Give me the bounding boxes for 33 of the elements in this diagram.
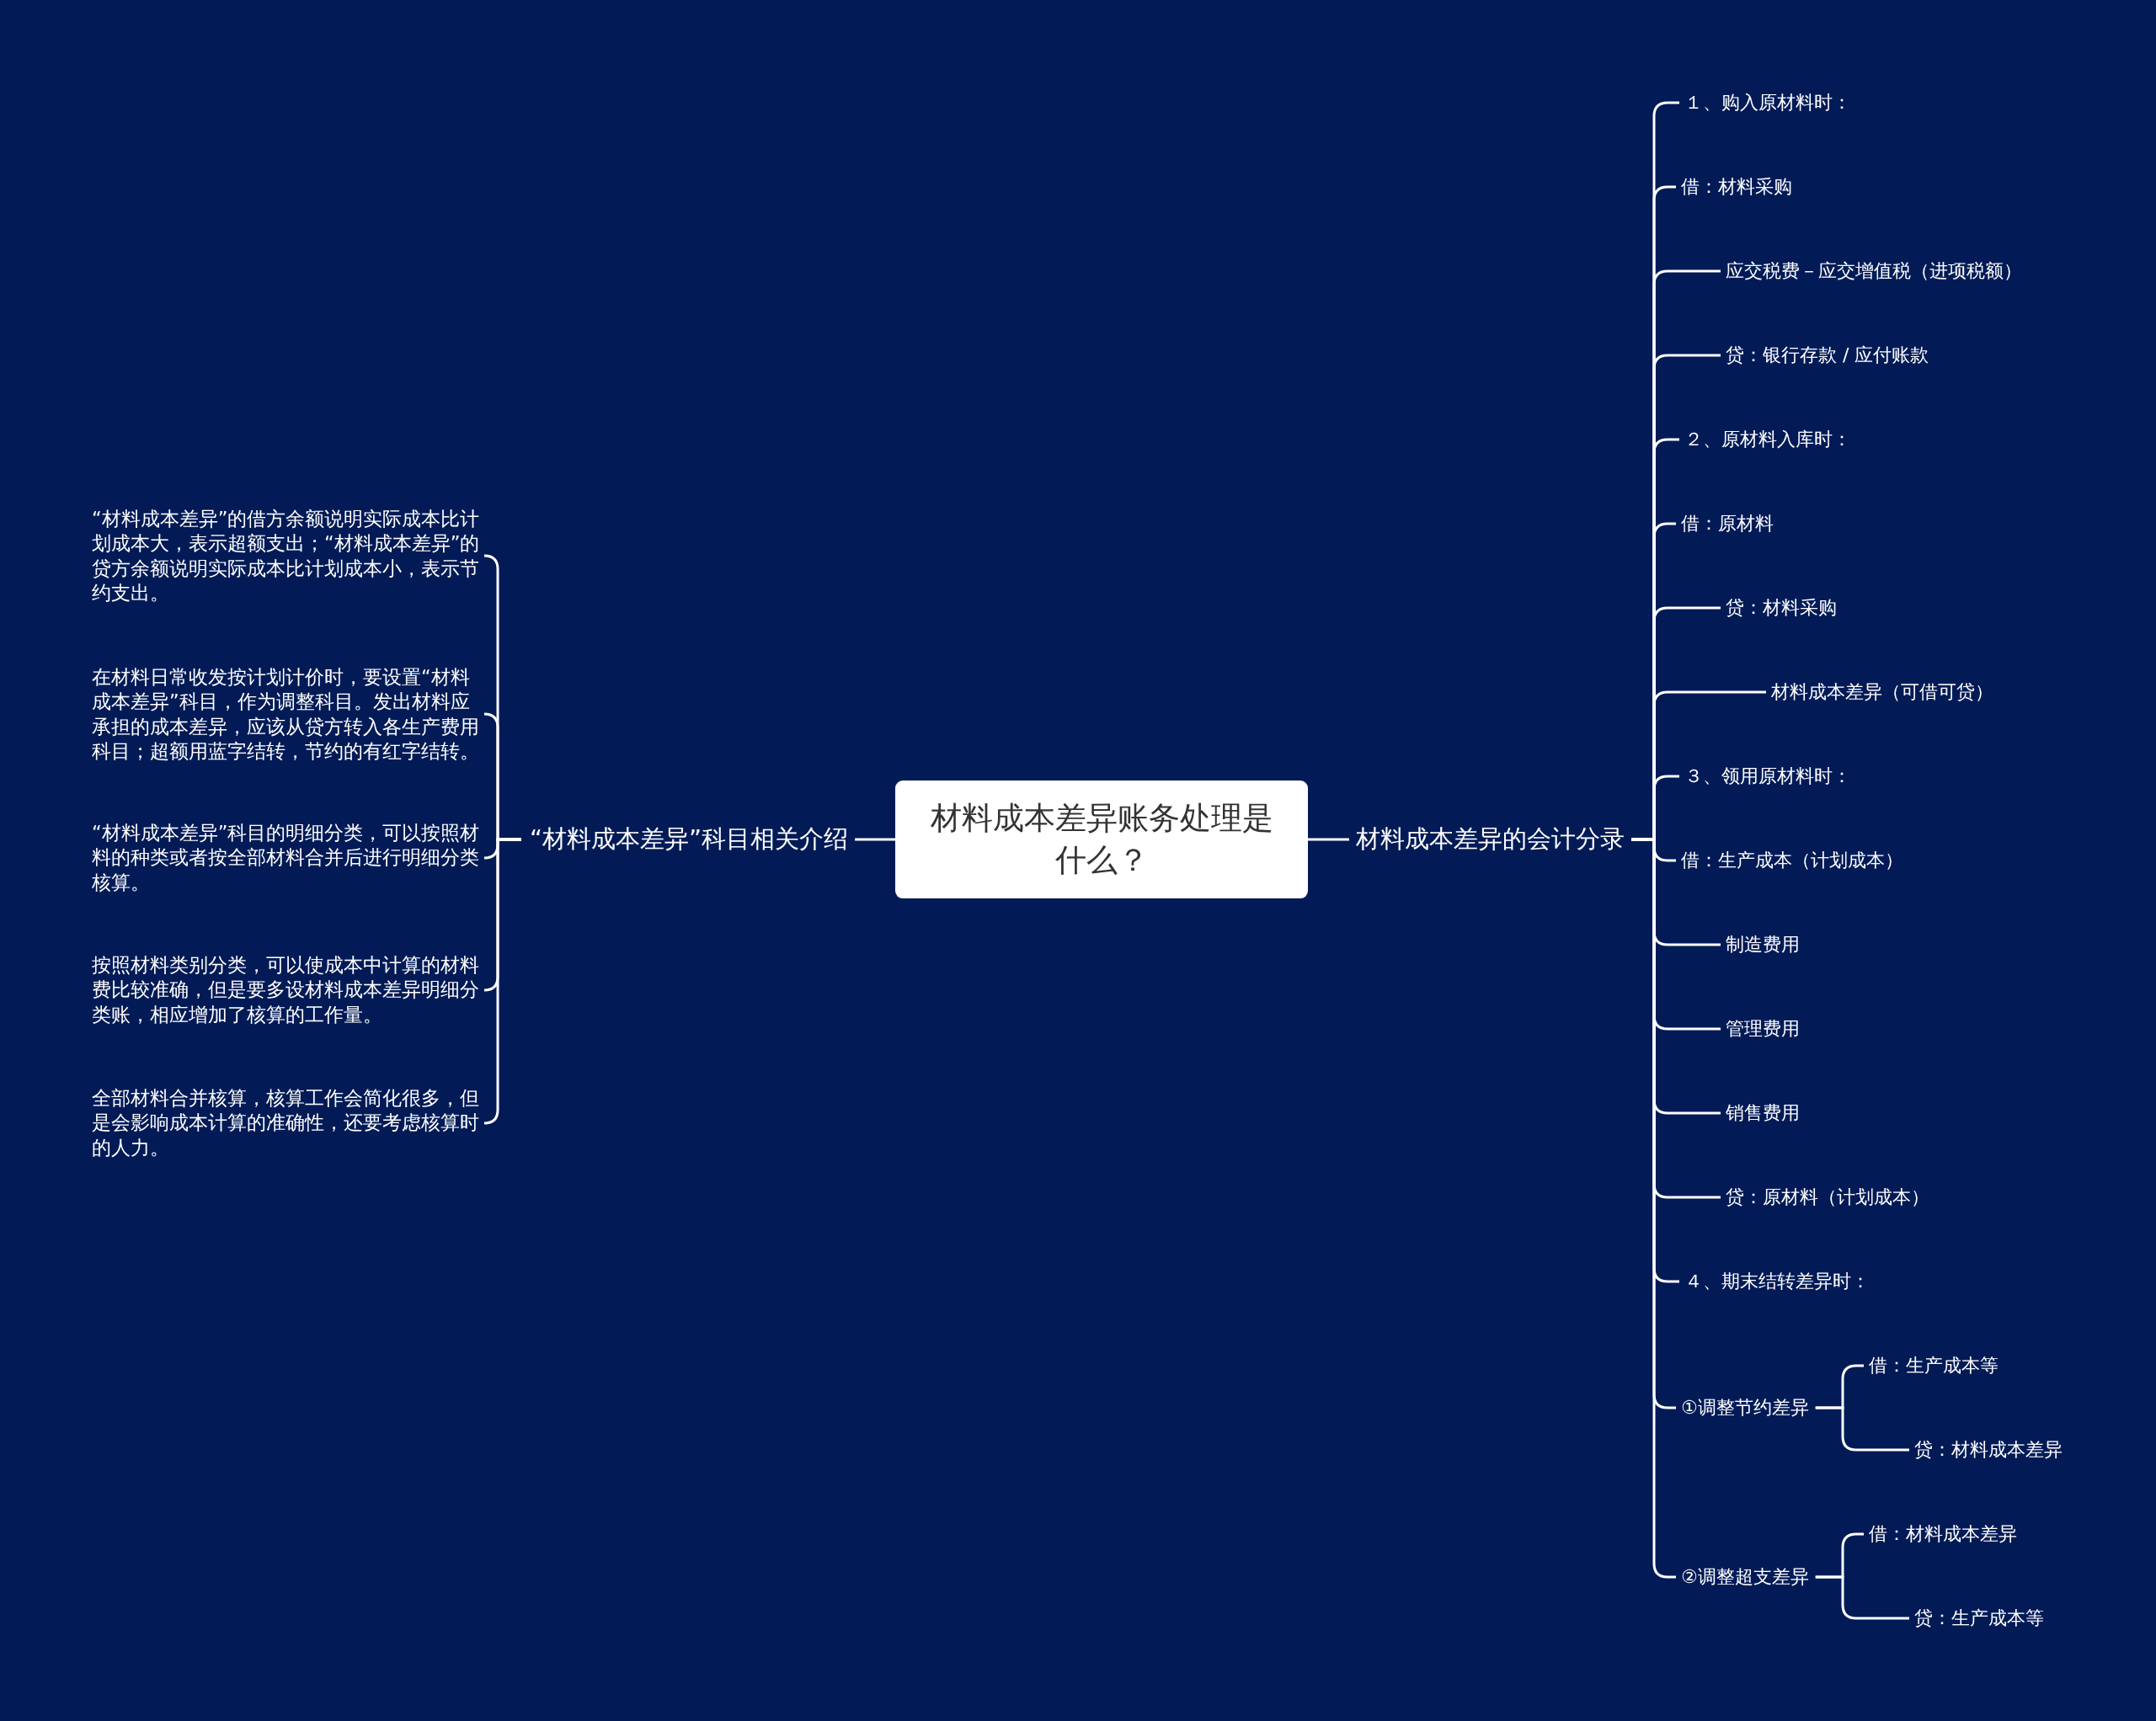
leaf-topic: 材料成本差异（可借可贷）	[1771, 679, 1993, 705]
sub-branch-topic: ①调整节约差异	[1681, 1395, 1809, 1420]
note-text: 全部材料合并核算，核算工作会简化很多，但是会影响成本计算的准确性，还要考虑核算时的人力。	[92, 1086, 481, 1160]
central-topic-box: 材料成本差异账务处理是什么？	[895, 781, 1308, 898]
leaf-topic: 借：材料采购	[1681, 174, 1792, 200]
note-text: “材料成本差异”的借方余额说明实际成本比计划成本大，表示超额支出；“材料成本差异”的贷方余额说明实际成本比计划成本小，表示节约支出。	[92, 506, 481, 605]
leaf-topic: 贷：银行存款 / 应付账款	[1726, 343, 1929, 368]
leaf-topic: 借：生产成本等	[1869, 1353, 1999, 1378]
leaf-topic: 借：材料成本差异	[1869, 1521, 2017, 1547]
leaf-topic: ３、领用原材料时：	[1684, 764, 1851, 789]
note-text: 在材料日常收发按计划计价时，要设置“材料成本差异”科目，作为调整科目。发出材料应承担的成本差异，应该从贷方转入各生产费用科目；超额用蓝字结转，节约的有红字结转。	[92, 664, 481, 764]
connector-line	[1815, 1575, 1909, 1620]
branch-topic: 材料成本差异的会计分录	[1356, 823, 1625, 856]
connector-line	[1815, 1406, 1909, 1452]
leaf-topic: 贷：生产成本等	[1914, 1606, 2044, 1631]
leaf-topic: 应交税费－应交增值税（进项税额）	[1726, 258, 2022, 284]
leaf-topic: ２、原材料入库时：	[1684, 427, 1851, 452]
note-text: 按照材料类别分类，可以使成本中计算的材料费比较准确，但是要多设材料成本差异明细分类账，相应增加了核算的工作量。	[92, 953, 481, 1027]
leaf-topic: 贷：材料采购	[1726, 595, 1837, 621]
leaf-topic: 贷：原材料（计划成本）	[1726, 1185, 1929, 1210]
note-text: “材料成本差异”科目的明细分类，可以按照材料的种类或者按全部材料合并后进行明细分类核算。	[92, 821, 481, 895]
connector-line	[855, 838, 895, 841]
leaf-topic: １、购入原材料时：	[1684, 90, 1851, 115]
branch-topic: “材料成本差异”科目相关介绍	[530, 823, 849, 856]
sub-branch-topic: ②调整超支差异	[1681, 1564, 1809, 1590]
leaf-topic: 销售费用	[1726, 1100, 1800, 1126]
leaf-topic: 制造费用	[1726, 932, 1800, 957]
leaf-topic: 贷：材料成本差异	[1914, 1437, 2063, 1463]
leaf-topic: ４、期末结转差异时：	[1684, 1269, 1870, 1294]
leaf-topic: 借：生产成本（计划成本）	[1681, 848, 1903, 873]
leaf-topic: 借：原材料	[1681, 511, 1774, 536]
leaf-topic: 管理费用	[1726, 1016, 1800, 1042]
connector-line	[1308, 838, 1349, 841]
